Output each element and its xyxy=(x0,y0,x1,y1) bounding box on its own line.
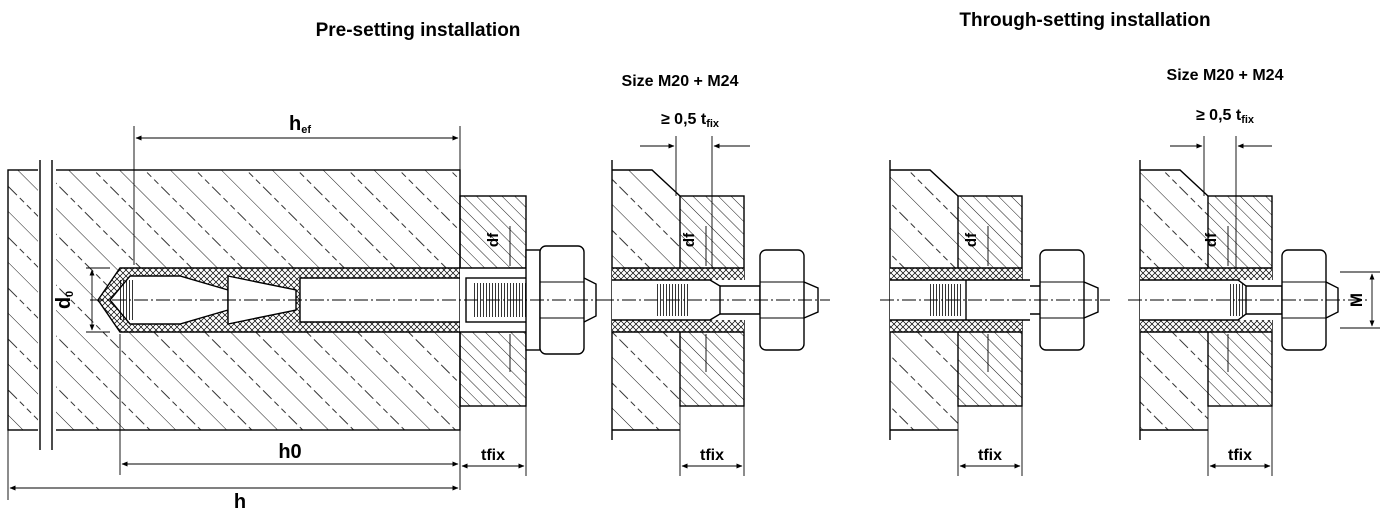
hef-label: hef xyxy=(289,113,311,136)
concrete-section xyxy=(1140,170,1208,430)
anchor-sleeve-outline xyxy=(890,279,1030,321)
h-label: h xyxy=(234,491,246,513)
tfix-extension-lines xyxy=(957,406,1023,476)
tfix-label: tfix xyxy=(481,447,505,464)
gap-label: ≥ 0,5 tfix xyxy=(661,111,720,130)
d0-extension-lines xyxy=(86,267,110,333)
nut-facets xyxy=(540,281,584,319)
through-setting-figure: df tfix xyxy=(880,160,1110,476)
nut-facets xyxy=(1282,281,1326,319)
concrete-section xyxy=(612,170,680,430)
tfix-label: tfix xyxy=(978,447,1002,464)
m-extension-lines xyxy=(1340,271,1380,329)
df-label: df xyxy=(963,232,980,247)
pre-setting-m20-m24-figure: ≥ 0,5 tfix df tfix xyxy=(600,111,830,476)
concrete-section xyxy=(890,170,958,430)
m-label: M xyxy=(1347,293,1366,307)
bolt-end xyxy=(803,281,819,319)
tfix-extension-lines xyxy=(679,406,745,476)
concrete-section-outline xyxy=(612,169,681,431)
tfix-extension-lines xyxy=(1207,406,1273,476)
df-label: df xyxy=(681,232,698,247)
gap-extension-lines xyxy=(675,136,713,268)
anchor-cone-2-outline xyxy=(227,275,297,325)
fixture-hole-outline xyxy=(460,267,526,333)
nut-facets xyxy=(1040,281,1084,319)
gap-label: ≥ 0,5 tfix xyxy=(1196,107,1255,126)
df-label: df xyxy=(485,232,502,247)
tfix-label: tfix xyxy=(700,447,724,464)
h0-label: h0 xyxy=(278,441,301,463)
hef-extension-lines xyxy=(133,126,461,265)
through-setting-m20-m24-figure: ≥ 0,5 tfix df tfix M xyxy=(1128,107,1380,476)
df-label: df xyxy=(1203,232,1220,247)
h0-extension-lines xyxy=(119,334,461,490)
bolt-end xyxy=(1083,281,1099,319)
d0-label: d0 xyxy=(53,291,76,309)
drill-hole-outline xyxy=(890,267,1022,333)
anchor-tip-thread xyxy=(120,280,134,320)
tfix-label: tfix xyxy=(1228,447,1252,464)
nut-facets xyxy=(760,281,804,319)
drill-hole-outline xyxy=(612,267,744,333)
pre-setting-size-label: Size M20 + M24 xyxy=(622,73,739,90)
drill-hole-outline xyxy=(1140,267,1272,333)
concrete-section-outline xyxy=(890,169,959,431)
through-setting-title: Through-setting installation xyxy=(959,10,1210,31)
gap-extension-lines xyxy=(1203,136,1237,268)
concrete-section-outline xyxy=(1140,169,1209,431)
pre-setting-main-figure: hef h0 h d0 df tfix xyxy=(7,113,610,513)
anchor-thread xyxy=(1230,284,1244,316)
pre-setting-title: Pre-setting installation xyxy=(316,20,521,41)
through-setting-size-label: Size M20 + M24 xyxy=(1167,67,1284,84)
break-lines xyxy=(39,160,53,450)
